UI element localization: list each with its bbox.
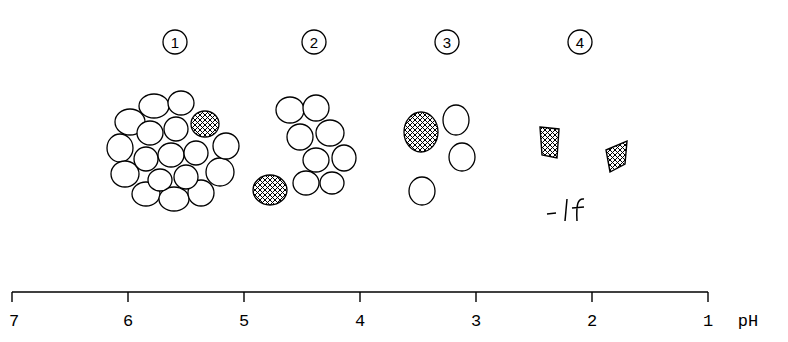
granule: [316, 120, 344, 146]
granule: [137, 121, 163, 145]
granule: [174, 165, 198, 189]
hatched-fragment: [606, 141, 627, 172]
debris-stroke: [572, 199, 584, 221]
axis-tick: [243, 292, 244, 302]
granule: [148, 169, 172, 191]
stage-number: 2: [310, 34, 318, 51]
granule: [287, 124, 313, 150]
stage-number-circle: 2: [301, 29, 327, 55]
hatched-granule: [191, 111, 219, 137]
circle-outline-shape: [302, 30, 326, 54]
circle-outline-shape: [435, 30, 459, 54]
axis-tick: [11, 292, 12, 302]
granule: [303, 95, 329, 121]
hatched-granule: [404, 112, 438, 152]
granule: [320, 172, 344, 194]
granule: [293, 171, 319, 195]
circle-outline-shape: [163, 30, 187, 54]
axis-tick: [591, 292, 592, 302]
granule: [332, 145, 356, 171]
axis-tick-label: 5: [239, 312, 249, 331]
circle-outline-shape: [568, 30, 592, 54]
granule: [164, 117, 188, 141]
stage-number: 1: [171, 34, 179, 51]
granule: [158, 143, 184, 167]
hatched-fragment: [540, 127, 559, 158]
axis-tick-label: 3: [471, 312, 481, 331]
granule: [139, 94, 169, 118]
stage-number: 3: [443, 34, 451, 51]
granule: [303, 148, 329, 172]
axis-tick-label: 4: [355, 312, 365, 331]
stage-number-circle: 3: [434, 29, 460, 55]
ph-axis: [12, 292, 708, 302]
granule: [449, 143, 475, 171]
granule: [107, 134, 133, 162]
granule: [111, 161, 139, 187]
axis-tick: [707, 292, 708, 302]
debris: [547, 199, 584, 221]
axis-tick-label: 7: [9, 312, 19, 331]
axis-tick-label: 6: [123, 312, 133, 331]
axis-title: pH: [738, 312, 758, 331]
debris-stroke: [565, 199, 567, 221]
granule: [134, 147, 158, 171]
granule: [206, 158, 234, 186]
axis-tick: [475, 292, 476, 302]
stage-number: 4: [576, 34, 584, 51]
fragments: [540, 127, 627, 172]
granule: [443, 105, 469, 135]
stage-number-circle: 4: [567, 29, 593, 55]
axis-tick: [127, 292, 128, 302]
granule: [276, 97, 304, 123]
granules: [107, 91, 475, 211]
axis-tick-label: 2: [587, 312, 597, 331]
stage-number-circle: 1: [162, 29, 188, 55]
hatched-granule: [253, 175, 287, 205]
granule: [184, 141, 208, 165]
axis-tick: [359, 292, 360, 302]
debris-stroke: [547, 213, 556, 214]
axis-tick-label: 1: [703, 312, 713, 331]
granule: [409, 177, 435, 205]
granule: [213, 133, 239, 159]
granule: [168, 91, 194, 115]
